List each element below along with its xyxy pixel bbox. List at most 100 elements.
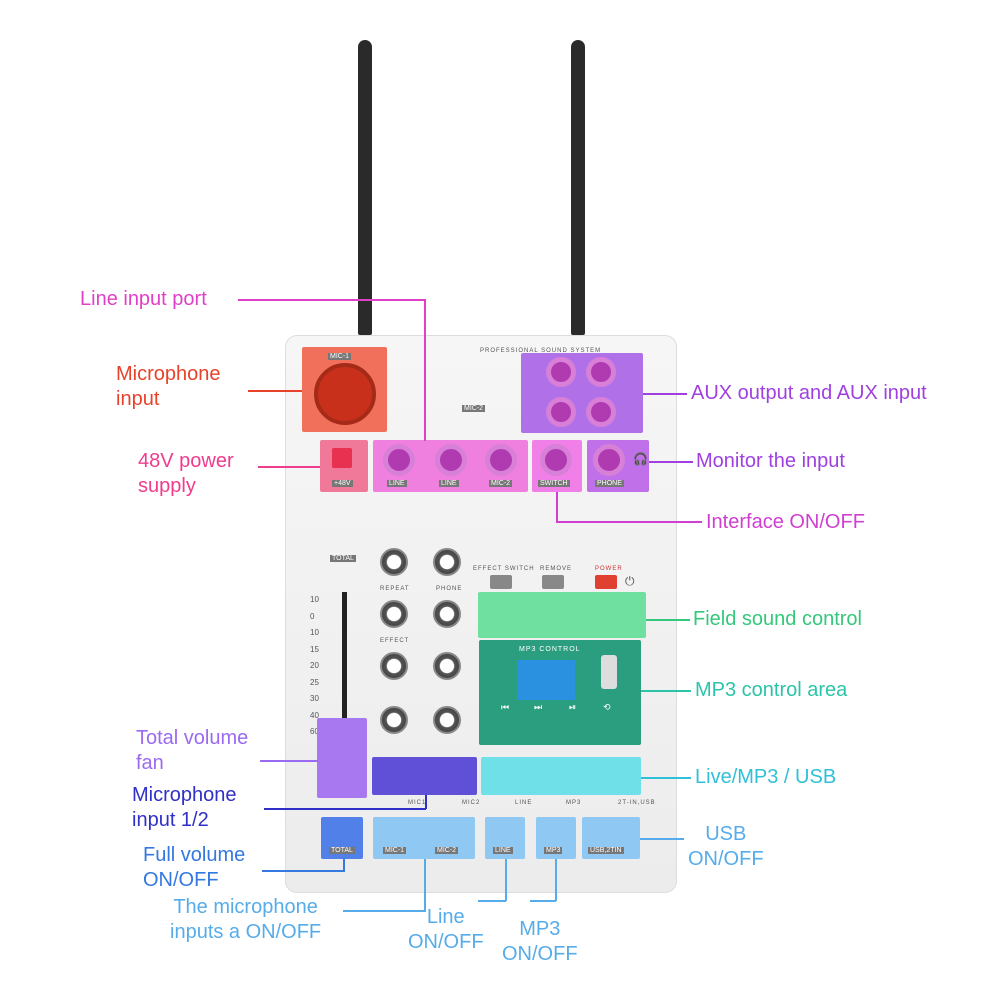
mid-knob[interactable] <box>433 600 461 628</box>
usb-ch-label: 2T-IN,USB <box>618 800 656 806</box>
48v-zone[interactable]: +48V <box>320 440 368 492</box>
mic2-ch-label: MIC2 <box>462 800 481 806</box>
leader-line <box>258 466 320 468</box>
line-input-zone[interactable]: LINE LINE MIC-2 <box>373 440 528 492</box>
callout-line: Full volume <box>143 844 246 866</box>
headphone-icon: 🎧 <box>633 452 648 466</box>
leader-line <box>424 859 426 912</box>
effect-knob[interactable] <box>380 600 408 628</box>
aux-jack-1[interactable] <box>546 357 576 387</box>
aux-jack-2[interactable] <box>586 357 616 387</box>
leader-line <box>646 619 690 621</box>
leader-line <box>641 690 691 692</box>
48v-label: +48V <box>332 480 353 487</box>
remove-button[interactable] <box>542 575 564 589</box>
callout-interface: Interface ON/OFF <box>706 511 865 533</box>
callout-line: ON/OFF <box>143 869 219 891</box>
leader-line <box>505 859 507 901</box>
mic2-jack-label: MIC-2 <box>489 480 513 487</box>
callout-line: ON/OFF <box>408 931 484 953</box>
line-ch-label: LINE <box>515 800 533 806</box>
line-button-zone[interactable]: LINE <box>485 817 525 859</box>
switch-zone[interactable]: SWITCH <box>532 440 582 492</box>
mic1-zone[interactable]: MIC-1 <box>302 347 387 432</box>
leader-line <box>555 859 557 901</box>
phone-zone[interactable]: 🎧 PHONE <box>587 440 649 492</box>
scale-0: 0 <box>310 611 315 621</box>
prev-icon[interactable]: ⏮ <box>501 702 510 712</box>
scale-60: 60 <box>310 727 319 736</box>
mp3-ch-label: MP3 <box>566 800 582 806</box>
effect-switch-button[interactable] <box>490 575 512 589</box>
repeat-icon[interactable]: ⟲ <box>603 702 611 712</box>
leader-line <box>556 492 558 522</box>
mic2-jack[interactable] <box>485 444 517 476</box>
mic-gain-zone[interactable] <box>372 757 477 795</box>
line1-label: LINE <box>387 480 407 487</box>
mic-buttons-zone[interactable]: MIC-1 MIC-2 <box>373 817 475 859</box>
mic2-button-label: MIC-2 <box>435 847 459 854</box>
lf-knob-2[interactable] <box>433 706 461 734</box>
usb-port[interactable] <box>601 655 617 689</box>
leader-line <box>424 299 426 441</box>
leader-line <box>262 870 344 872</box>
remove-label: REMOVE <box>540 566 573 572</box>
leader-line <box>238 299 425 301</box>
line-jack-1[interactable] <box>383 444 415 476</box>
aux-jack-3[interactable] <box>546 397 576 427</box>
switch-jack[interactable] <box>540 444 572 476</box>
leader-line <box>343 910 425 912</box>
field-sound-zone[interactable] <box>478 592 646 638</box>
total-fader-zone[interactable] <box>317 718 367 798</box>
line-button-label: LINE <box>493 847 513 854</box>
brand-text: PROFESSIONAL SOUND SYSTEM <box>480 348 602 354</box>
hf-knob-1[interactable] <box>380 652 408 680</box>
total-header: TOTAL <box>330 555 356 562</box>
power-button[interactable] <box>595 575 617 589</box>
power-label: POWER <box>595 566 623 572</box>
callout-monitor: Monitor the input <box>696 450 845 472</box>
usb-button-label: USB,2TIN <box>588 847 624 854</box>
antenna-right <box>571 40 585 335</box>
power-icon: ⏻ <box>625 574 635 588</box>
line-mp3-usb-gain-zone[interactable] <box>481 757 641 795</box>
play-pause-icon[interactable]: ⏯ <box>569 702 577 712</box>
mic1-ch-label: MIC1 <box>408 800 427 806</box>
repeat-label: REPEAT <box>380 586 410 592</box>
repeat-knob[interactable] <box>380 548 408 576</box>
callout-line: MP3 <box>519 918 561 940</box>
next-icon[interactable]: ⏭ <box>534 702 543 712</box>
leader-line <box>641 777 691 779</box>
line-jack-2[interactable] <box>435 444 467 476</box>
aux-jack-4[interactable] <box>586 397 616 427</box>
effect-switch-label: EFFECT SWITCH <box>473 566 535 572</box>
phone-label: PHONE <box>595 480 624 487</box>
phone-knob[interactable] <box>433 548 461 576</box>
usb-button-zone[interactable]: USB,2TIN <box>582 817 640 859</box>
aux-zone[interactable] <box>521 353 643 433</box>
phone-jack[interactable] <box>593 444 625 476</box>
scale-40: 40 <box>310 710 319 720</box>
lf-knob-1[interactable] <box>380 706 408 734</box>
hf-knob-2[interactable] <box>433 652 461 680</box>
mic1-label: MIC-1 <box>328 353 352 360</box>
total-button-zone[interactable]: TOTAL <box>321 817 363 859</box>
mp3-control-zone[interactable]: MP3 CONTROL ⏮ ⏭ ⏯ ⟲ <box>479 640 641 745</box>
leader-line <box>343 859 345 872</box>
mp3-control-title: MP3 CONTROL <box>519 646 581 653</box>
callout-48v: 48V power supply <box>138 449 234 499</box>
leader-line <box>425 795 427 809</box>
48v-button[interactable] <box>332 448 352 468</box>
callout-line: supply <box>138 475 196 497</box>
callout-field-sound: Field sound control <box>693 608 862 630</box>
leader-line <box>530 900 556 902</box>
callout-line: 48V power <box>138 450 234 472</box>
mp3-button-label: MP3 <box>544 847 563 854</box>
mp3-button-zone[interactable]: MP3 <box>536 817 576 859</box>
callout-line: Microphone <box>132 784 237 806</box>
